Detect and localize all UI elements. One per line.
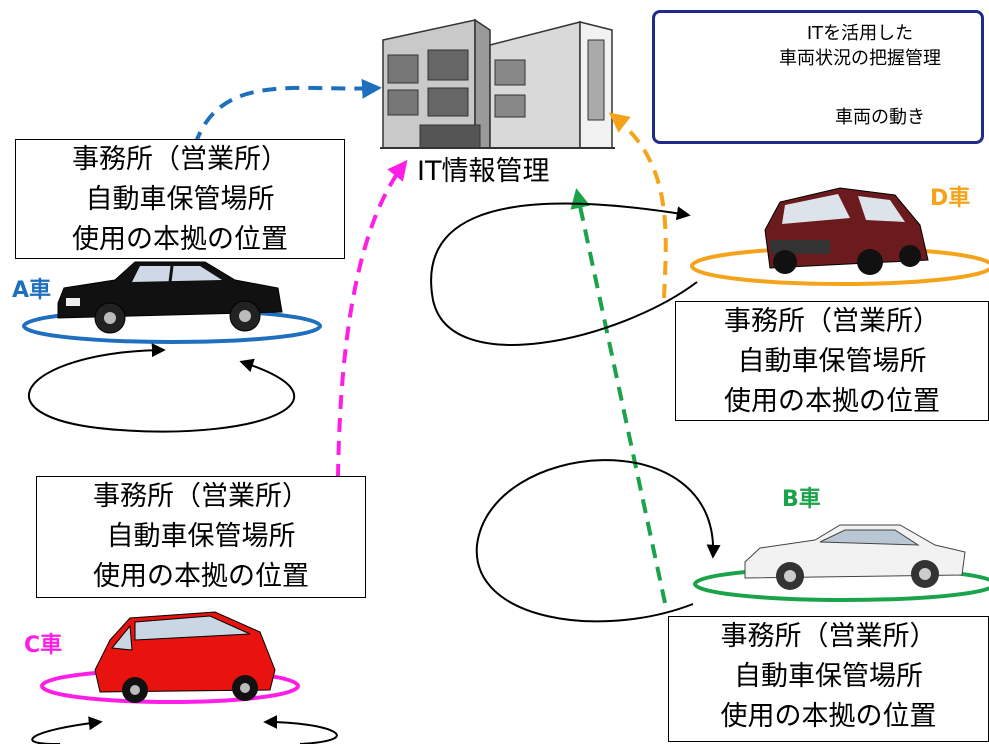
legend-it-line1: ITを活用した <box>806 23 914 44</box>
car-b-icon <box>744 524 966 590</box>
car-a-icon <box>57 261 283 334</box>
building-icon <box>380 18 615 149</box>
office-d-line2: 自動車保管場所 <box>737 346 927 377</box>
office-a-line2: 自動車保管場所 <box>85 184 275 215</box>
car-d-icon <box>764 187 929 275</box>
office-d-line3: 使用の本拠の位置 <box>724 386 940 417</box>
car-b-label: B車 <box>782 487 821 512</box>
legend-box: ITを活用した 車両状況の把握管理 車両の動き <box>652 10 984 144</box>
office-b-line2: 自動車保管場所 <box>734 661 923 692</box>
it-link-d <box>608 112 668 299</box>
legend-it-line2: 車両状況の把握管理 <box>779 48 941 69</box>
car-a-label: A車 <box>12 278 52 303</box>
movement-b <box>475 459 721 623</box>
office-box-b: 事務所（営業所） 自動車保管場所 使用の本拠の位置 <box>668 616 989 742</box>
it-link-c <box>336 159 408 479</box>
movement-d <box>430 202 698 346</box>
office-d-line1: 事務所（営業所） <box>724 306 940 337</box>
movement-a <box>28 343 296 433</box>
office-c-line1: 事務所（営業所） <box>93 481 309 512</box>
office-a-line1: 事務所（営業所） <box>72 144 288 175</box>
building-label: IT情報管理 <box>417 156 550 187</box>
office-b-line3: 使用の本拠の位置 <box>720 701 937 732</box>
movement-c-left <box>31 716 103 744</box>
it-link-b <box>570 188 667 604</box>
car-c-label: C車 <box>24 633 63 658</box>
movement-c-right <box>263 715 338 744</box>
office-box-c: 事務所（営業所） 自動車保管場所 使用の本拠の位置 <box>36 476 366 598</box>
car-d-label: D車 <box>930 186 971 211</box>
office-a-line3: 使用の本拠の位置 <box>72 224 288 255</box>
it-link-a <box>193 78 382 146</box>
office-box-a: 事務所（営業所） 自動車保管場所 使用の本拠の位置 <box>15 139 345 259</box>
office-b-line1: 事務所（営業所） <box>720 621 937 652</box>
legend-move-label: 車両の動き <box>835 107 925 128</box>
legend-it-label: ITを活用した 車両状況の把握管理 <box>745 21 975 71</box>
office-c-line3: 使用の本拠の位置 <box>93 561 309 592</box>
office-box-d: 事務所（営業所） 自動車保管場所 使用の本拠の位置 <box>675 301 989 421</box>
office-c-line2: 自動車保管場所 <box>106 521 296 552</box>
car-c-icon <box>94 611 276 703</box>
